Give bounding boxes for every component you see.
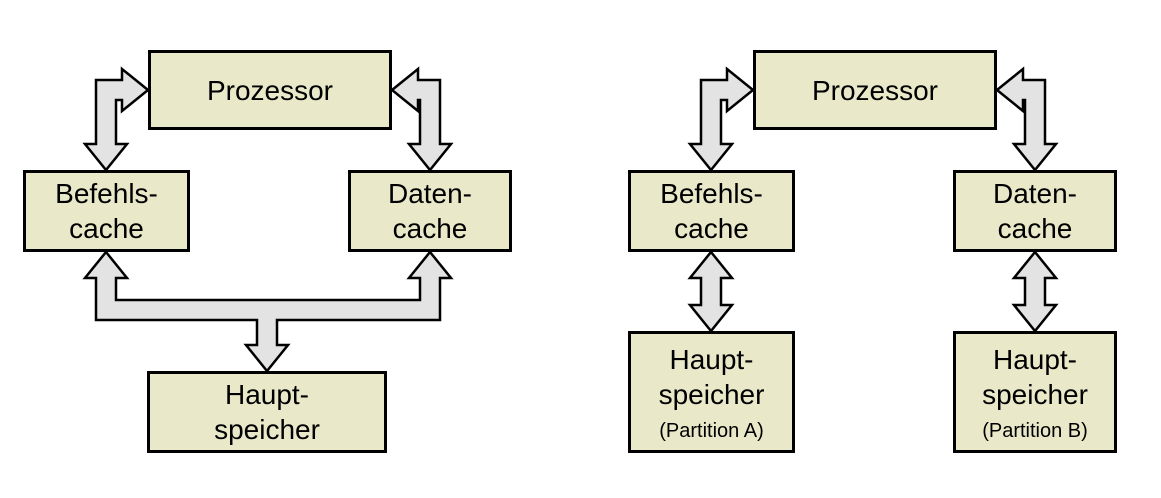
arrow-left-memory-bus (82, 250, 454, 373)
data-cache-label-left: Daten- cache (387, 178, 473, 244)
box-data-cache-left: Daten- cache (348, 170, 512, 252)
arrow-right-dcache-memB (1011, 250, 1059, 333)
box-data-cache-right: Daten- cache (953, 170, 1117, 252)
instruction-cache-label-left: Befehls- cache (55, 178, 158, 244)
arrow-left-processor-icache (82, 66, 150, 172)
box-main-memory-left: Haupt- speicher (147, 371, 387, 453)
main-memory-a-label: Haupt- speicher (658, 343, 765, 410)
box-main-memory-partition-a: Haupt- speicher (Partition A) (628, 331, 795, 453)
arrow-left-processor-dcache (390, 66, 454, 172)
arrow-right-processor-icache (687, 66, 755, 172)
processor-label-left: Prozessor (206, 74, 334, 106)
data-cache-label-right: Daten- cache (992, 178, 1078, 244)
main-memory-b-partition-label: (Partition B) (982, 419, 1088, 442)
box-processor-left: Prozessor (148, 50, 392, 130)
box-instruction-cache-left: Befehls- cache (23, 170, 190, 252)
main-memory-a-partition-label: (Partition A) (659, 419, 764, 442)
arrow-right-icache-memA (687, 250, 735, 333)
box-instruction-cache-right: Befehls- cache (628, 170, 795, 252)
main-memory-b-label: Haupt- speicher (982, 343, 1088, 410)
arrow-right-processor-dcache (995, 66, 1059, 172)
box-main-memory-partition-b: Haupt- speicher (Partition B) (953, 331, 1117, 453)
instruction-cache-label-right: Befehls- cache (660, 178, 763, 244)
main-memory-label-left: Haupt- speicher (214, 379, 320, 445)
processor-label-right: Prozessor (811, 74, 939, 106)
box-processor-right: Prozessor (753, 50, 997, 130)
